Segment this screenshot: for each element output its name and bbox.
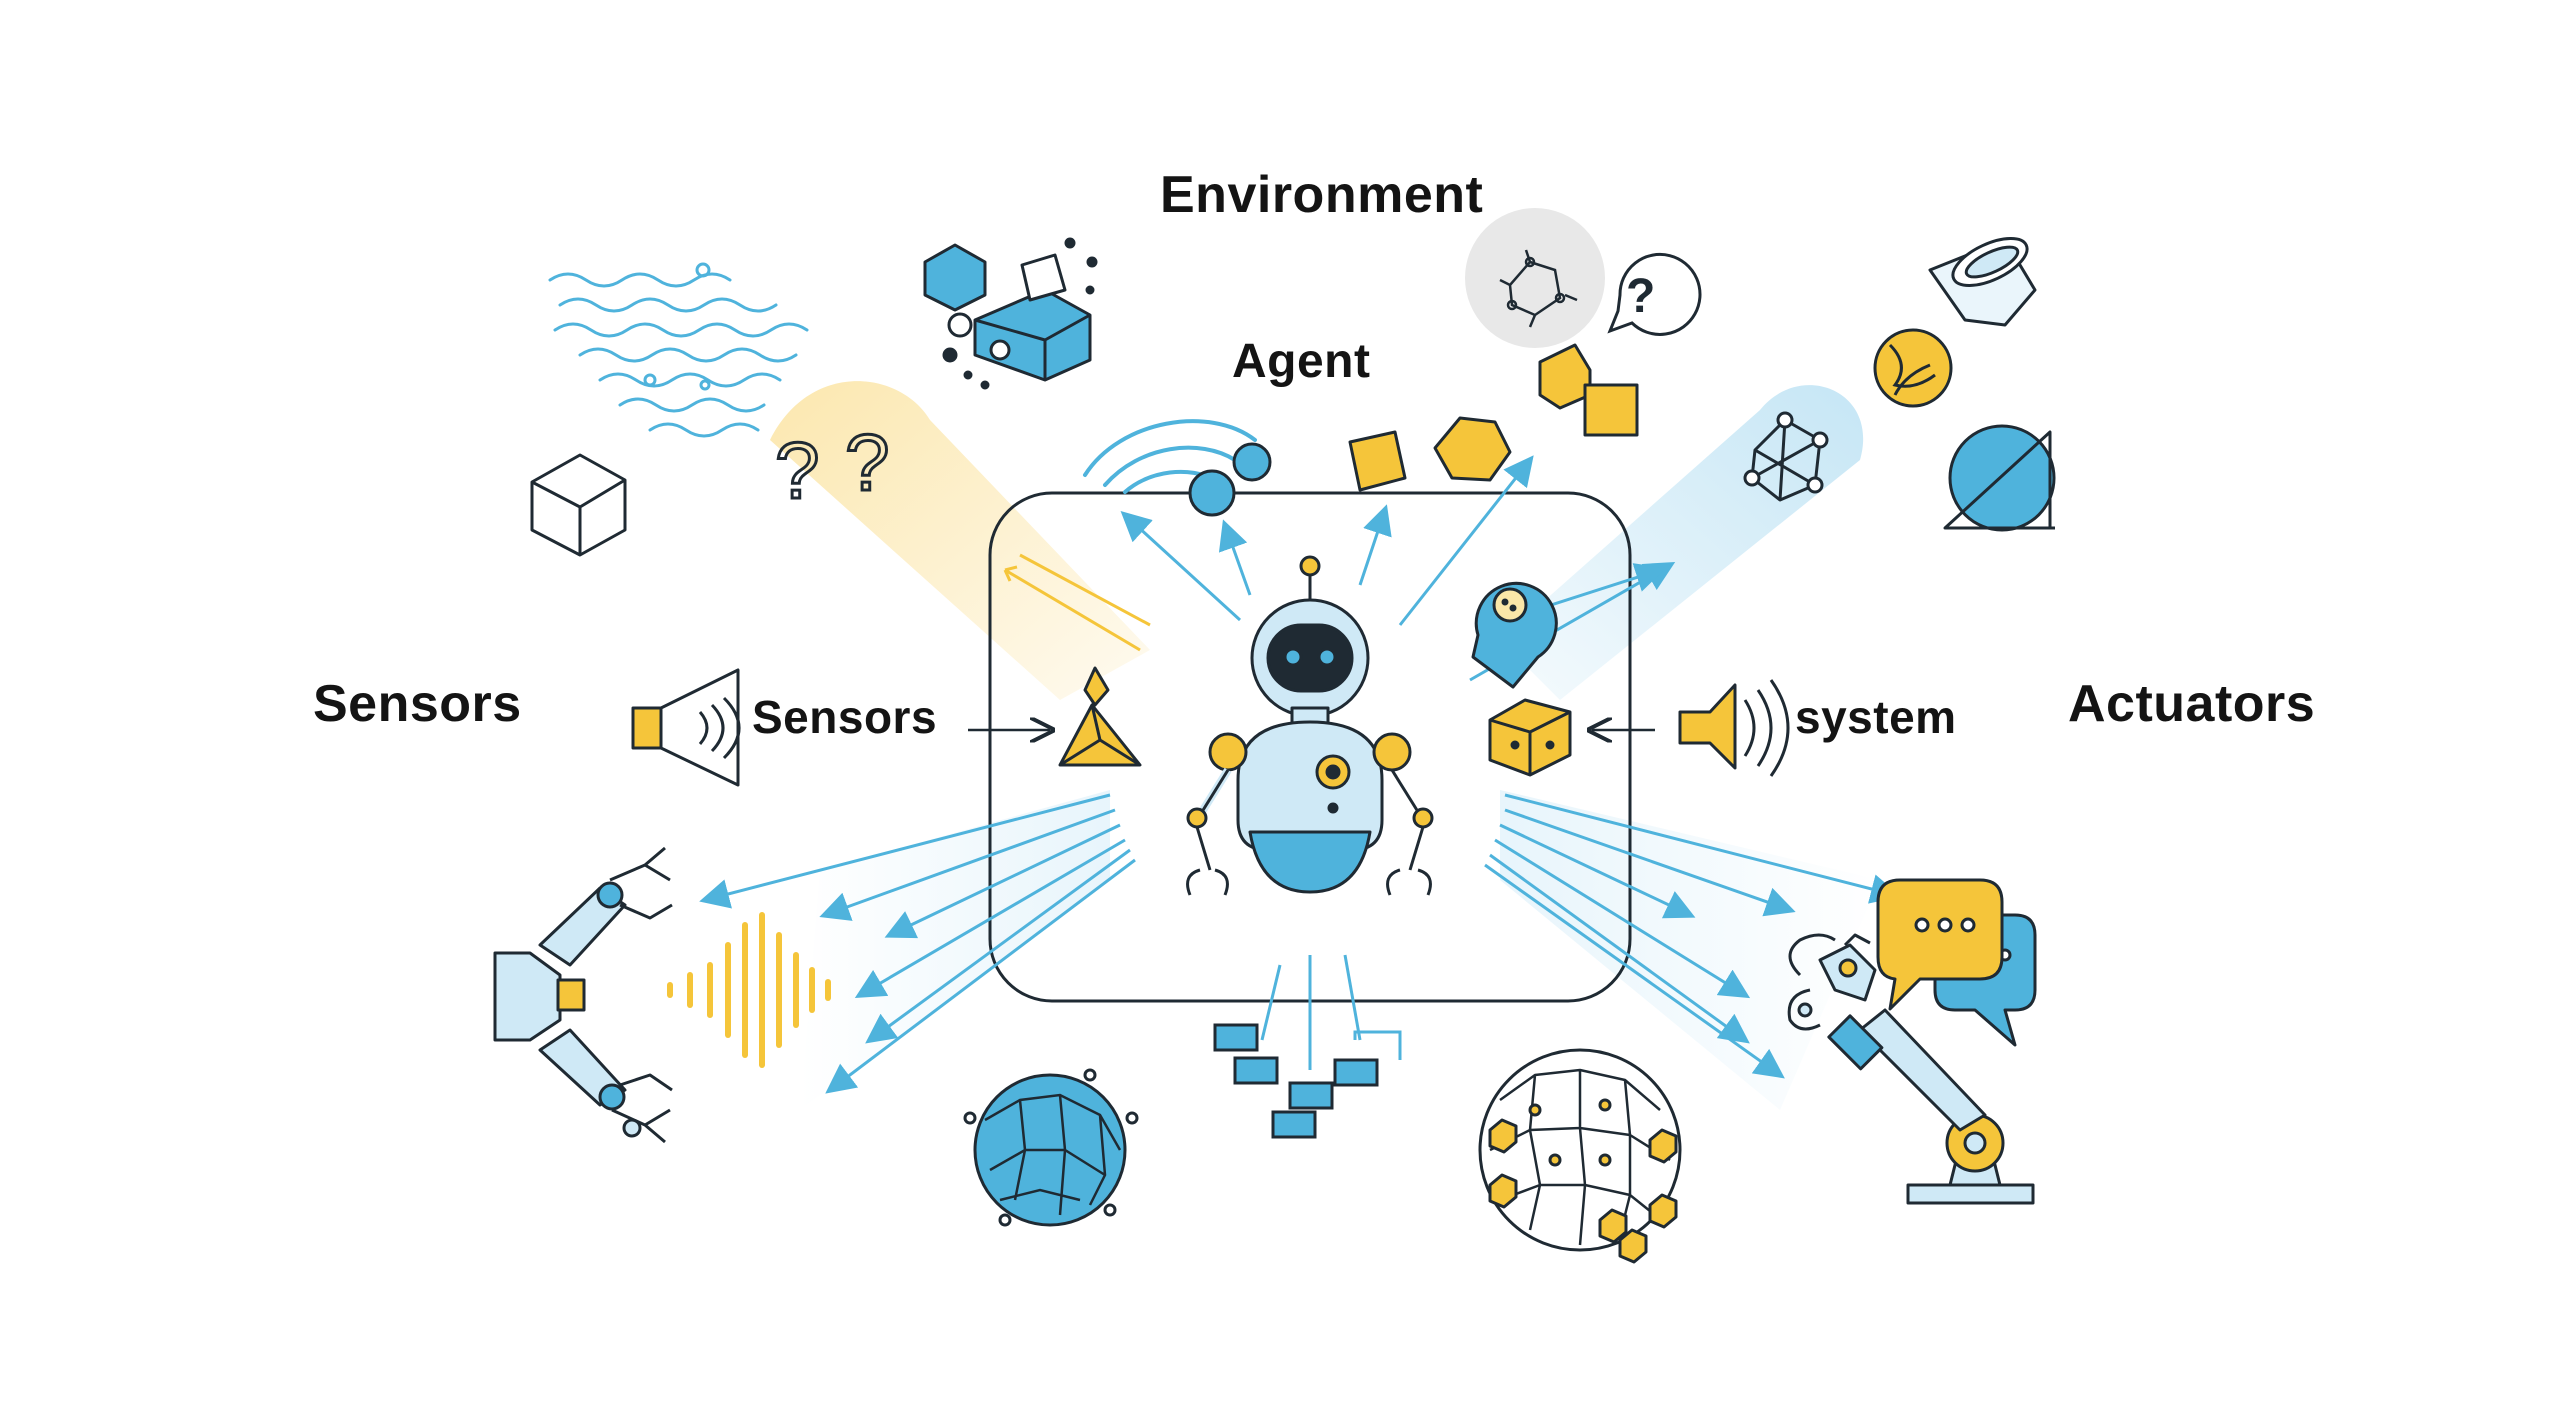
- yellow-cubes-icon: [1538, 343, 1639, 437]
- tree-blocks-icon: [1213, 1023, 1379, 1139]
- network-graph-icon: [1743, 411, 1829, 502]
- system-label: system: [1795, 691, 1957, 743]
- speaker-left-icon: [631, 668, 741, 787]
- network-question-icon: [1465, 208, 1605, 348]
- environment-title: Environment: [1160, 166, 1484, 224]
- tree-connectors: [1260, 954, 1402, 1070]
- agent-title: Agent: [1232, 335, 1371, 388]
- cube-outline-icon: [530, 453, 627, 557]
- globe-icon: [1873, 328, 1953, 408]
- bubbles-icon: [1188, 442, 1272, 517]
- pyramid-icon: [1058, 666, 1142, 767]
- sound-wave-icon: [667, 912, 831, 1068]
- sensors-outer-label: Sensors: [313, 675, 522, 733]
- diamond-icon: [1348, 430, 1407, 492]
- chat-bubbles-icon: [1876, 878, 2037, 1047]
- actuators-label: Actuators: [2068, 675, 2316, 733]
- sphere-triangle-icon: [1943, 424, 2056, 532]
- robot-arm-icon: [1787, 933, 2035, 1205]
- sensors-inner-label: Sensors: [752, 691, 938, 743]
- cubes-cluster-icon: [923, 237, 1098, 390]
- yellow-beam: [770, 381, 1150, 700]
- svg-text:?: ?: [775, 426, 820, 515]
- wave-lines-icon: [548, 262, 809, 438]
- robot-icon: [1186, 555, 1434, 896]
- geodesic-sphere-icon: [1478, 1048, 1682, 1264]
- blue-beam-top-right: [1500, 385, 1864, 700]
- cheese-cube-icon: [1488, 698, 1572, 777]
- speaker-right-icon: [1678, 679, 1790, 777]
- robotic-gripper-icon: [493, 846, 673, 1144]
- yellow-arrows: [1003, 553, 1151, 652]
- location-pin-icon: [1471, 581, 1558, 689]
- question-marks-icon: ? ?: [774, 417, 892, 517]
- bowl-icon: [1928, 237, 2037, 327]
- blue-beam-left: [800, 790, 1110, 1110]
- svg-text:?: ?: [1626, 270, 1655, 323]
- hexagon-icon: [1433, 416, 1512, 482]
- speech-question-icon: ?: [1607, 252, 1702, 336]
- svg-text:?: ?: [845, 418, 890, 507]
- blue-sphere-icon: [963, 1068, 1139, 1227]
